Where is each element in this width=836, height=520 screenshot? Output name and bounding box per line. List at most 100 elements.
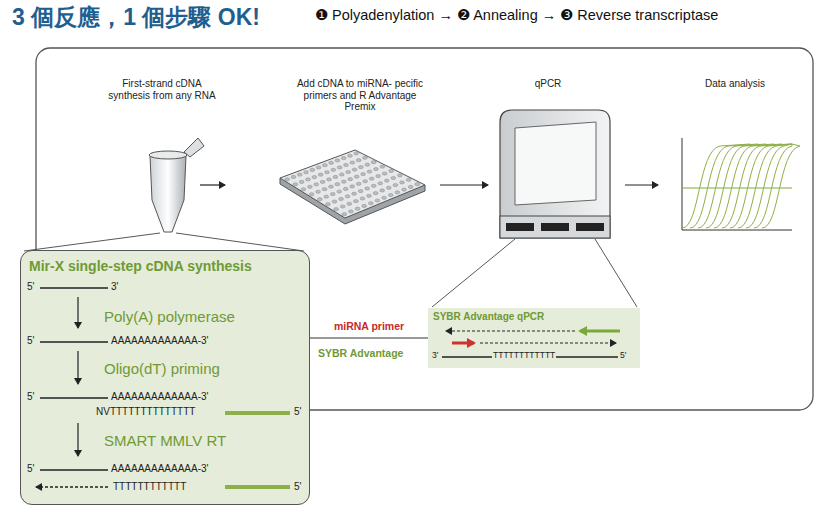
- sequence: AAAAAAAAAAAAA-3': [111, 335, 209, 347]
- well: [329, 185, 334, 188]
- well: [359, 165, 364, 168]
- well: [343, 187, 348, 190]
- well: [354, 152, 359, 155]
- well: [301, 188, 306, 191]
- sequence: NVTTTTTTTTTTTTTT: [96, 406, 195, 418]
- well: [352, 168, 357, 171]
- process-panel: Mir-X single-step cDNA synthesisPoly(A) …: [20, 250, 310, 505]
- title: 3 個反應，1 個步驟 OK!: [12, 4, 260, 30]
- well: [380, 189, 385, 192]
- well: [397, 174, 402, 177]
- strand-end: 5': [27, 335, 34, 347]
- well: [402, 188, 407, 191]
- well: [378, 182, 383, 185]
- well: [369, 177, 374, 180]
- well: [345, 195, 350, 198]
- well: [346, 170, 351, 173]
- well: [350, 161, 355, 164]
- strand-end: 5': [27, 463, 34, 475]
- well: [312, 175, 317, 178]
- well: [331, 168, 336, 171]
- step-label: SMART MMLV RT: [104, 432, 226, 449]
- well: [365, 163, 370, 166]
- amplification-curve: [730, 144, 792, 228]
- zoom-line: [176, 233, 304, 251]
- step-list: ❶ Polyadenylation → ❷ Annealing → ❸ Reve…: [315, 7, 718, 24]
- well: [358, 189, 363, 192]
- flow-arrow: [625, 184, 658, 185]
- well: [352, 192, 357, 195]
- well: [327, 178, 332, 181]
- well: [293, 183, 298, 186]
- well: [374, 167, 379, 170]
- well: [329, 161, 334, 164]
- well: [324, 195, 329, 198]
- well: [317, 198, 322, 201]
- well: [353, 200, 358, 203]
- well: [393, 184, 398, 187]
- amplification-curve: [738, 144, 792, 228]
- inset-panel: SYBR Advantage qPCR: [428, 308, 640, 368]
- well: [384, 179, 389, 182]
- stage-caption: Add cDNA to miRNA- pecific primers and R…: [295, 78, 425, 113]
- well: [332, 200, 337, 203]
- strand-end: 5': [619, 351, 627, 361]
- well: [386, 186, 391, 189]
- well: [304, 171, 309, 174]
- well: [408, 185, 413, 188]
- well: [310, 168, 315, 171]
- well: [341, 180, 346, 183]
- well: [389, 169, 394, 172]
- well: [373, 192, 378, 195]
- connector-label: miRNA primer: [334, 320, 404, 332]
- well: [406, 178, 411, 181]
- well: [371, 161, 376, 164]
- well: [391, 176, 396, 179]
- well: [367, 194, 372, 197]
- well: [344, 163, 349, 166]
- well: [388, 193, 393, 196]
- connector: [310, 338, 428, 339]
- strand-end: 5': [294, 481, 301, 493]
- strand-end: 5': [294, 406, 301, 418]
- well: [339, 197, 344, 200]
- sequence: AAAAAAAAAAAAA-3': [111, 391, 209, 403]
- well: [306, 178, 311, 181]
- well: [367, 170, 372, 173]
- sequence: TTTTTTTTTTTT: [492, 351, 556, 361]
- well: [371, 184, 376, 187]
- well: [285, 178, 290, 181]
- well: [337, 190, 342, 193]
- stage-caption: First-strand cDNA synthesis from any RNA: [107, 78, 217, 101]
- well: [335, 183, 340, 186]
- well: [348, 210, 353, 213]
- primer-label: SYBR Advantage: [318, 347, 403, 359]
- amplification-curve: [762, 144, 800, 228]
- well: [363, 156, 368, 159]
- well: [307, 185, 312, 188]
- well: [291, 175, 296, 178]
- well: [375, 199, 380, 202]
- well: [361, 173, 366, 176]
- well: [360, 197, 365, 200]
- well: [322, 164, 327, 167]
- well: [341, 156, 346, 159]
- well: [356, 182, 361, 185]
- well: [368, 202, 373, 205]
- well: [339, 173, 344, 176]
- strand-end: 3': [431, 351, 439, 361]
- well: [400, 181, 405, 184]
- well: [325, 171, 330, 174]
- well: [318, 173, 323, 176]
- stage-caption: qPCR: [520, 78, 576, 90]
- strand-end: 5': [27, 391, 34, 403]
- well: [309, 193, 314, 196]
- well: [350, 185, 355, 188]
- well: [362, 204, 367, 207]
- well: [326, 203, 331, 206]
- box-fill: [428, 308, 640, 368]
- well: [365, 187, 370, 190]
- box-fill: [20, 250, 310, 505]
- zoom-line: [24, 233, 160, 251]
- well: [342, 213, 347, 216]
